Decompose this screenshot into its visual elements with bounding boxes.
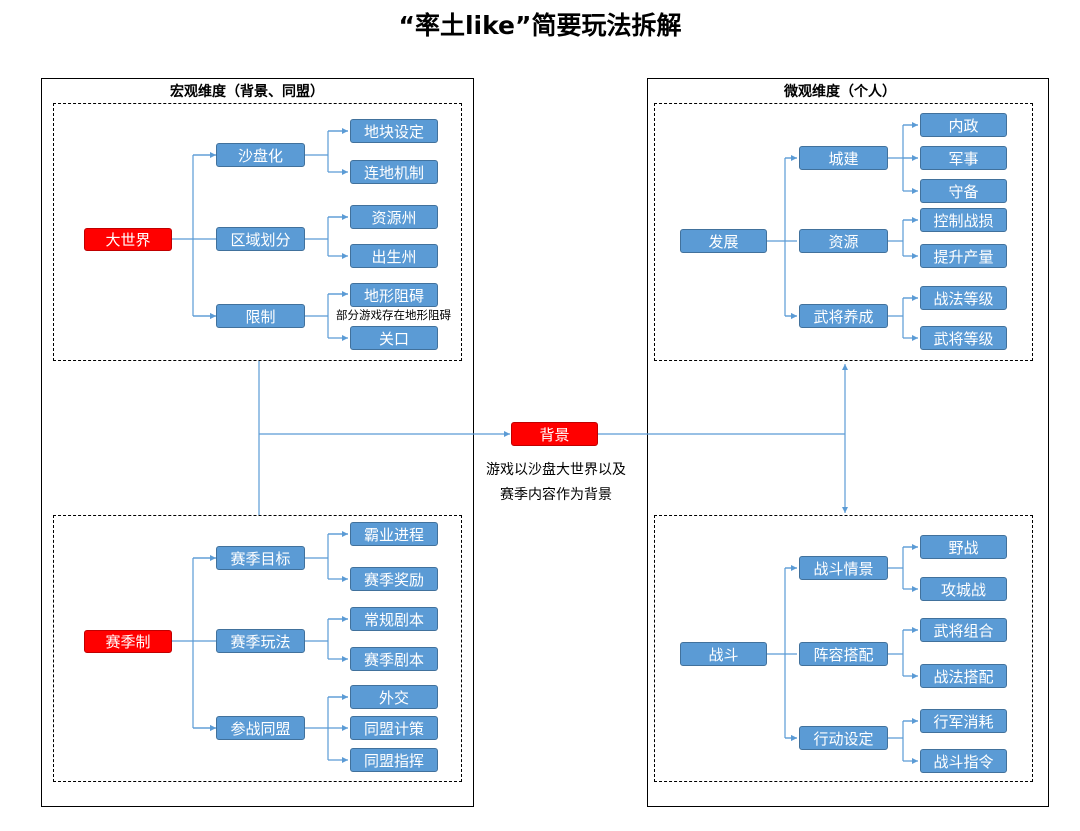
battle-branch-action: 行动设定: [799, 726, 888, 750]
season-leaf-regular-script: 常规剧本: [350, 607, 438, 631]
develop-root-node: 发展: [680, 229, 767, 253]
battle-branch-lineup: 阵容搭配: [799, 642, 888, 666]
season-leaf-diplomacy: 外交: [350, 685, 438, 709]
background-caption-line2: 赛季内容作为背景: [500, 487, 612, 503]
develop-leaf-internal: 内政: [920, 113, 1007, 137]
develop-branch-city: 城建: [799, 146, 888, 170]
world-leaf-pass: 关口: [350, 326, 438, 350]
macro-panel-title: 宏观维度（背景、同盟）: [170, 84, 324, 100]
season-leaf-season-script: 赛季剧本: [350, 647, 438, 671]
terrain-note: 部分游戏存在地形阻碍: [336, 308, 451, 322]
background-caption: 游戏以沙盘大世界以及 赛季内容作为背景: [446, 458, 666, 508]
world-root-node: 大世界: [84, 228, 172, 251]
season-branch-goal: 赛季目标: [216, 546, 305, 570]
background-node: 背景: [511, 422, 598, 446]
season-leaf-alliance-command: 同盟指挥: [350, 748, 438, 772]
develop-branch-general: 武将养成: [799, 304, 888, 328]
battle-leaf-tactic-combo: 战法搭配: [920, 664, 1007, 688]
page-title: “率土like”简要玩法拆解: [398, 11, 682, 40]
world-branch-sandbox: 沙盘化: [216, 143, 305, 167]
world-leaf-link-mechanism: 连地机制: [350, 160, 438, 184]
world-branch-limit: 限制: [216, 304, 305, 328]
develop-leaf-tactic-level: 战法等级: [920, 286, 1007, 310]
macro-panel: [41, 78, 474, 807]
battle-leaf-siege: 攻城战: [920, 577, 1007, 601]
develop-leaf-output: 提升产量: [920, 244, 1007, 268]
develop-leaf-loss-control: 控制战损: [920, 208, 1007, 232]
season-root-node: 赛季制: [84, 630, 172, 653]
world-group: [53, 103, 462, 361]
world-leaf-terrain: 地形阻碍: [350, 283, 438, 307]
season-branch-alliance: 参战同盟: [216, 716, 305, 740]
season-branch-gameplay: 赛季玩法: [216, 629, 305, 653]
background-caption-line1: 游戏以沙盘大世界以及: [486, 462, 626, 478]
battle-leaf-general-combo: 武将组合: [920, 618, 1007, 642]
battle-group: [654, 515, 1033, 782]
season-leaf-reward: 赛季奖励: [350, 567, 438, 591]
season-group: [53, 515, 462, 782]
micro-panel-title: 微观维度（个人）: [784, 84, 896, 100]
develop-branch-resource: 资源: [799, 229, 888, 253]
battle-root-node: 战斗: [680, 642, 767, 666]
world-leaf-resource-state: 资源州: [350, 205, 438, 229]
develop-leaf-defense: 守备: [920, 179, 1007, 203]
season-leaf-hegemony: 霸业进程: [350, 522, 438, 546]
battle-leaf-march-cost: 行军消耗: [920, 709, 1007, 733]
develop-group: [654, 103, 1033, 361]
season-leaf-alliance-strategy: 同盟计策: [350, 716, 438, 740]
world-leaf-birth-state: 出生州: [350, 244, 438, 268]
develop-leaf-general-level: 武将等级: [920, 326, 1007, 350]
world-branch-region: 区域划分: [216, 227, 305, 251]
battle-leaf-battle-command: 战斗指令: [920, 749, 1007, 773]
battle-branch-scenario: 战斗情景: [799, 556, 888, 580]
develop-leaf-military: 军事: [920, 146, 1007, 170]
battle-leaf-field: 野战: [920, 535, 1007, 559]
micro-panel: [647, 78, 1049, 807]
world-leaf-tile-setting: 地块设定: [350, 119, 438, 143]
